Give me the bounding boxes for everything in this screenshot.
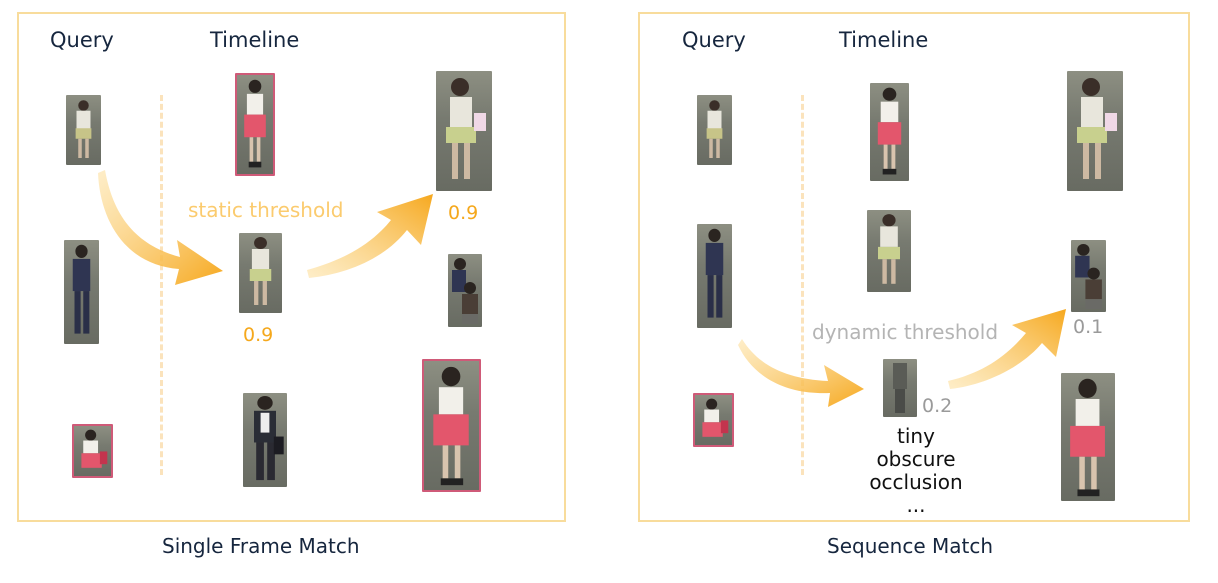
right-threshold-label: dynamic threshold <box>812 320 999 344</box>
left-threshold-label: static threshold <box>188 198 344 222</box>
right-result-person-3 <box>1061 373 1115 501</box>
left-query-person-1 <box>66 95 101 165</box>
left-arrow-2 <box>307 194 433 278</box>
right-query-person-1 <box>697 95 732 165</box>
left-query-person-2 <box>64 240 99 344</box>
sequence-panel <box>638 12 1190 522</box>
right-query-person-3 <box>693 393 734 447</box>
left-caption: Single Frame Match <box>162 534 360 558</box>
left-timeline-header: Timeline <box>210 28 300 52</box>
note-tiny: tiny <box>897 424 935 448</box>
right-result-person-2 <box>1071 240 1106 312</box>
right-timeline-person-1 <box>870 83 909 181</box>
right-timeline-person-2 <box>867 210 911 292</box>
left-arrow-1 <box>98 170 223 285</box>
left-result-person-1 <box>436 71 492 191</box>
left-query-header: Query <box>50 28 114 52</box>
note-occlusion: occlusion <box>869 470 963 494</box>
right-arrow-1 <box>738 339 864 407</box>
right-caption: Sequence Match <box>827 534 994 558</box>
left-query-person-3 <box>72 424 113 478</box>
left-timeline-person-3 <box>243 393 287 487</box>
right-score-small-crop: 0.2 <box>922 395 953 417</box>
single-frame-panel <box>17 12 566 522</box>
right-score-right: 0.1 <box>1073 316 1104 338</box>
right-arrow-2 <box>948 309 1066 389</box>
note-obscure: obscure <box>876 447 956 471</box>
left-result-person-3 <box>422 359 481 492</box>
right-notes: tiny obscure occlusion ... <box>866 425 966 517</box>
right-timeline-header: Timeline <box>839 28 929 52</box>
left-timeline-person-1 <box>235 73 275 176</box>
left-timeline-divider <box>160 95 163 475</box>
left-score-middle: 0.9 <box>243 324 274 346</box>
right-result-person-1 <box>1067 71 1123 191</box>
right-query-person-2 <box>697 224 732 328</box>
right-timeline-divider <box>801 95 804 475</box>
right-query-header: Query <box>682 28 746 52</box>
left-timeline-person-2 <box>239 233 282 313</box>
right-timeline-person-3 <box>883 359 917 417</box>
note-ellipsis: ... <box>906 493 926 517</box>
left-result-person-2 <box>448 254 482 327</box>
left-score-top-right: 0.9 <box>448 202 479 224</box>
